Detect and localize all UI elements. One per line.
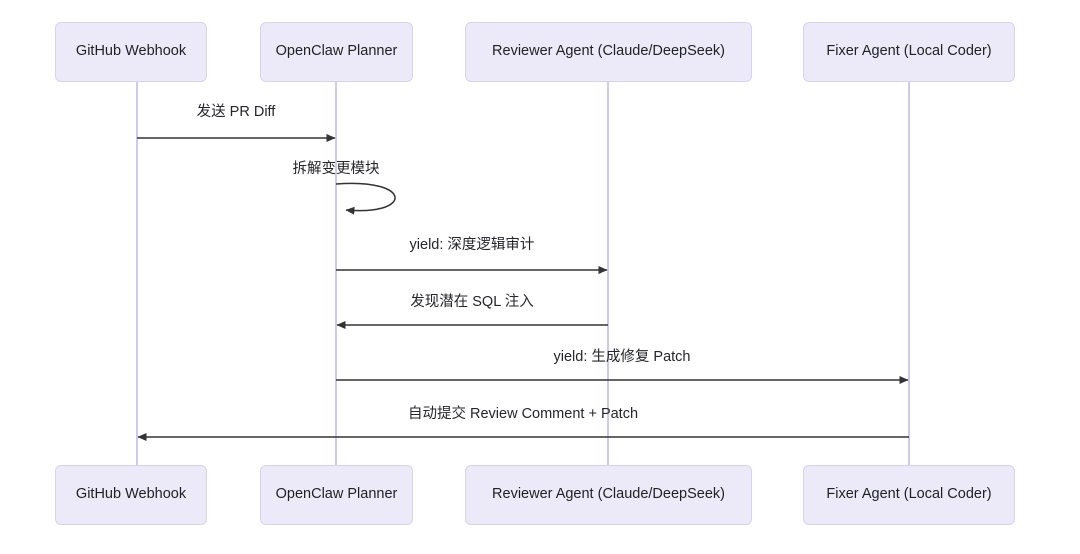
self-message-arrow-1	[335, 182, 396, 215]
message-arrow-group	[137, 134, 909, 441]
actor-box-reviewer-top[interactable]: Reviewer Agent (Claude/DeepSeek)	[465, 22, 752, 82]
message-label-1: 拆解变更模块	[292, 161, 380, 177]
message-label-4: yield: 生成修复 Patch	[553, 349, 691, 365]
message-label-3: 发现潜在 SQL 注入	[410, 294, 534, 310]
actor-label-fixer-top: Fixer Agent (Local Coder)	[826, 43, 992, 60]
actor-box-planner-top[interactable]: OpenClaw Planner	[260, 22, 413, 82]
actor-label-fixer-bottom: Fixer Agent (Local Coder)	[826, 486, 992, 503]
actor-label-reviewer-top: Reviewer Agent (Claude/DeepSeek)	[492, 43, 725, 60]
message-label-0: 发送 PR Diff	[196, 104, 276, 120]
actor-label-planner-bottom: OpenClaw Planner	[275, 486, 398, 503]
actor-label-reviewer-bottom: Reviewer Agent (Claude/DeepSeek)	[492, 486, 725, 503]
actor-box-reviewer-bottom[interactable]: Reviewer Agent (Claude/DeepSeek)	[465, 465, 752, 525]
lifeline-group	[136, 82, 910, 465]
message-label-5: 自动提交 Review Comment + Patch	[407, 406, 639, 422]
actor-label-webhook-bottom: GitHub Webhook	[75, 486, 187, 503]
actor-label-planner-top: OpenClaw Planner	[275, 43, 398, 60]
actor-box-webhook-top[interactable]: GitHub Webhook	[55, 22, 207, 82]
actor-box-webhook-bottom[interactable]: GitHub Webhook	[55, 465, 207, 525]
actor-box-fixer-bottom[interactable]: Fixer Agent (Local Coder)	[803, 465, 1015, 525]
actor-box-fixer-top[interactable]: Fixer Agent (Local Coder)	[803, 22, 1015, 82]
message-label-2: yield: 深度逻辑审计	[409, 237, 535, 253]
actor-label-webhook-top: GitHub Webhook	[75, 43, 187, 60]
actor-box-planner-bottom[interactable]: OpenClaw Planner	[260, 465, 413, 525]
